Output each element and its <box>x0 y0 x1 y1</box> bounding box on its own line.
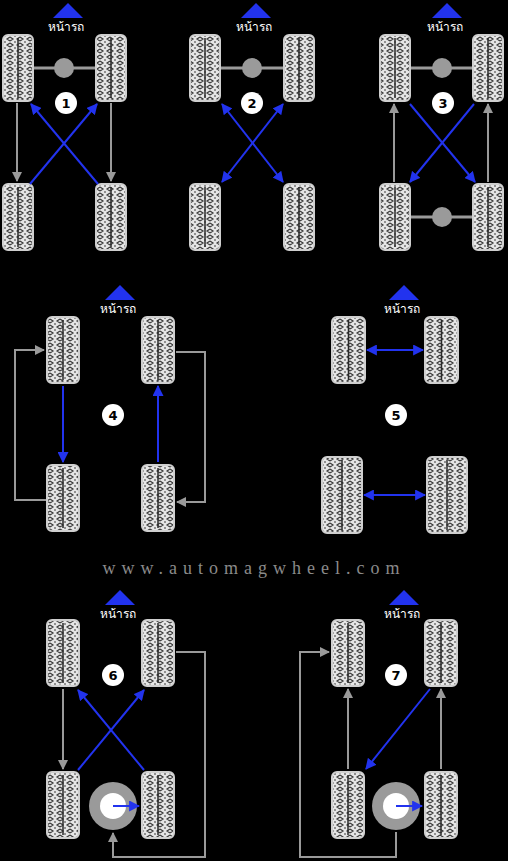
callout-number: 4 <box>102 404 124 426</box>
rotation-arrow <box>113 805 139 807</box>
tire <box>473 35 503 101</box>
front-marker <box>105 590 135 605</box>
move-arrow <box>176 352 205 502</box>
move-arrow <box>62 689 64 769</box>
tire <box>142 620 174 686</box>
tire <box>3 35 33 101</box>
tire <box>142 465 174 531</box>
tire <box>96 184 126 250</box>
front-label: หน้ารถ <box>384 606 420 623</box>
move-arrow <box>300 652 396 857</box>
tire <box>427 457 467 533</box>
tire <box>96 35 126 101</box>
number-text: 2 <box>247 97 256 110</box>
tire <box>332 620 364 686</box>
front-marker <box>105 285 135 300</box>
tire <box>425 620 457 686</box>
front-marker <box>389 590 419 605</box>
move-arrow <box>440 689 442 769</box>
rotation-arrow <box>367 349 423 351</box>
rotation-arrow <box>78 690 144 770</box>
front-label: หน้ารถ <box>48 19 84 36</box>
tire <box>190 35 220 101</box>
tire <box>322 457 362 533</box>
tire <box>284 35 314 101</box>
callout-number: 1 <box>55 92 77 114</box>
rotation-arrow <box>410 104 475 182</box>
front-label: หน้ารถ <box>100 606 136 623</box>
tire <box>190 184 220 250</box>
tire <box>425 317 458 383</box>
front-label: หน้ารถ <box>100 301 136 318</box>
rotation-arrow <box>62 386 64 462</box>
tire <box>3 184 33 250</box>
rotation-arrow <box>364 494 425 496</box>
move-arrow <box>347 689 349 769</box>
tire <box>47 465 79 531</box>
move-arrow <box>393 104 395 182</box>
differential-dot <box>432 207 452 227</box>
number-text: 6 <box>108 669 117 682</box>
rotation-arrow <box>222 104 283 182</box>
differential-dot <box>242 58 262 78</box>
number-text: 5 <box>391 409 400 422</box>
front-marker <box>53 3 83 18</box>
callout-number: 2 <box>241 92 263 114</box>
move-arrow <box>487 104 489 182</box>
rotation-arrow <box>31 104 98 184</box>
tire <box>380 184 410 250</box>
rotation-arrow <box>410 104 474 182</box>
number-text: 4 <box>108 409 117 422</box>
tire <box>284 184 314 250</box>
tire <box>142 772 174 838</box>
tire <box>142 317 174 383</box>
move-arrow <box>110 103 112 181</box>
number-text: 1 <box>61 97 70 110</box>
tire <box>380 35 410 101</box>
differential-dot <box>432 58 452 78</box>
rotation-arrow <box>366 689 430 769</box>
front-label: หน้ารถ <box>236 19 272 36</box>
tire <box>425 772 457 838</box>
front-label: หน้ารถ <box>427 19 463 36</box>
differential-dot <box>54 58 74 78</box>
tire <box>47 772 79 838</box>
tire <box>473 184 503 250</box>
number-text: 7 <box>391 669 400 682</box>
rotation-arrow <box>78 690 144 770</box>
tire <box>332 317 365 383</box>
callout-number: 7 <box>385 664 407 686</box>
watermark: www.automagwheel.com <box>0 558 508 579</box>
rotation-arrow <box>30 104 97 184</box>
move-arrow <box>15 350 46 500</box>
move-arrow <box>16 103 18 181</box>
number-text: 3 <box>438 97 447 110</box>
callout-number: 3 <box>432 92 454 114</box>
front-label: หน้ารถ <box>384 301 420 318</box>
move-arrow <box>113 652 205 857</box>
front-marker <box>432 3 462 18</box>
tire <box>47 620 79 686</box>
callout-number: 5 <box>385 404 407 426</box>
rotation-arrow <box>396 805 422 807</box>
tire <box>332 772 364 838</box>
rotation-arrow <box>157 386 159 462</box>
front-marker <box>241 3 271 18</box>
callout-number: 6 <box>102 664 124 686</box>
rotation-arrow <box>222 104 283 182</box>
front-marker <box>389 285 419 300</box>
tire <box>47 317 79 383</box>
